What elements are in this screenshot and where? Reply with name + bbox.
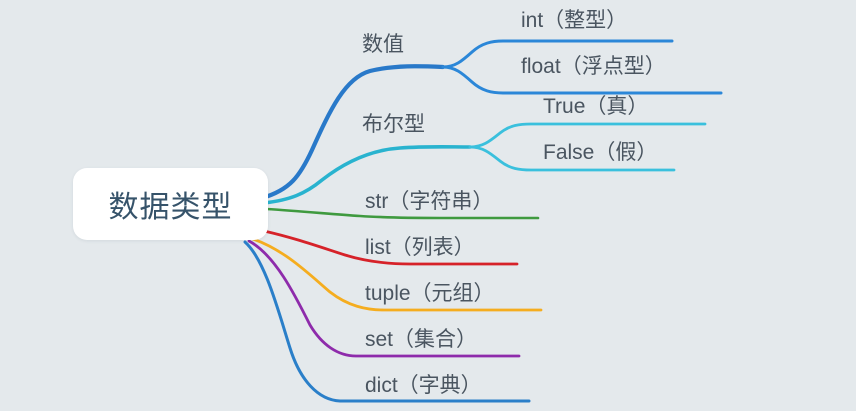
- node-label-float[interactable]: float（浮点型）: [521, 55, 666, 78]
- node-label-tuple[interactable]: tuple（元组）: [365, 282, 495, 305]
- node-label-numeric[interactable]: 数值: [362, 33, 404, 56]
- node-label-set[interactable]: set（集合）: [365, 328, 478, 351]
- node-label-dict[interactable]: dict（字典）: [365, 374, 482, 397]
- node-label-int[interactable]: int（整型）: [521, 9, 628, 32]
- node-label-list[interactable]: list（列表）: [365, 236, 475, 259]
- root-node-label: 数据类型: [108, 191, 233, 224]
- node-label-boolean[interactable]: 布尔型: [362, 113, 425, 136]
- root-node[interactable]: 数据类型: [73, 168, 268, 240]
- node-label-false[interactable]: False（假）: [543, 141, 658, 164]
- node-label-true[interactable]: True（真）: [543, 95, 649, 118]
- node-label-str[interactable]: str（字符串）: [365, 190, 494, 213]
